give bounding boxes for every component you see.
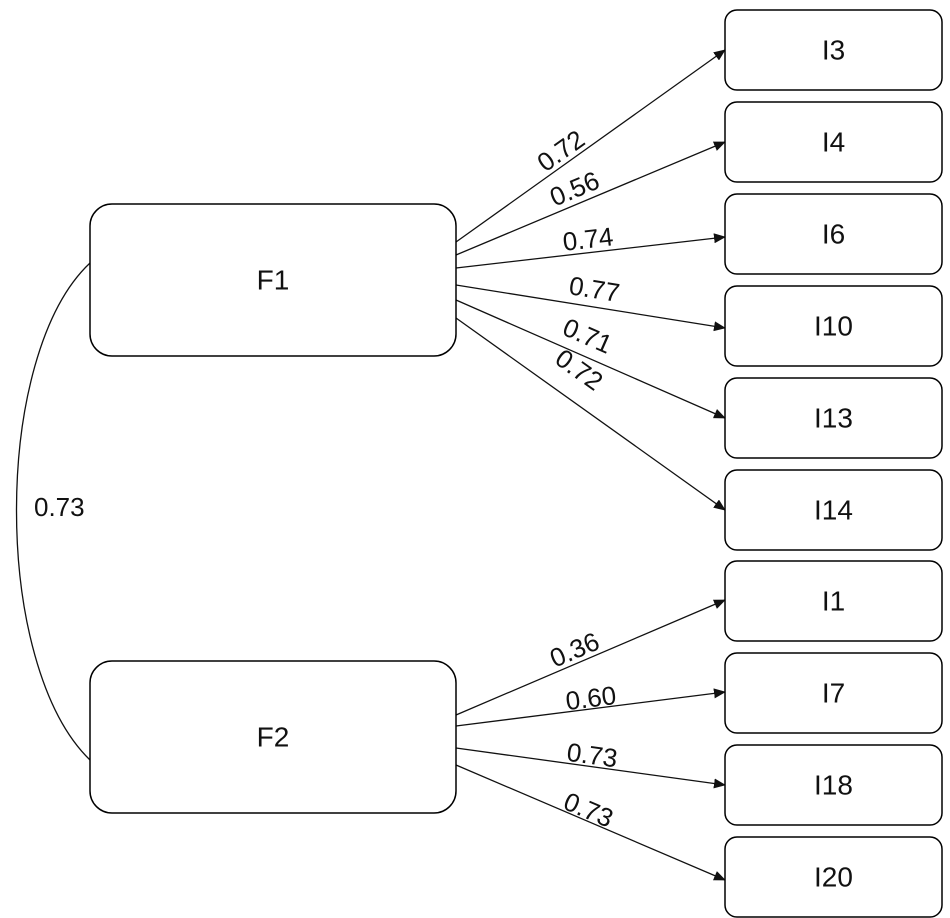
arrow-line — [455, 317, 726, 511]
item-box-i1: I1 — [724, 560, 943, 642]
arrow-line — [455, 747, 726, 789]
item-rect — [724, 9, 943, 91]
loading-label-i7: 0.60 — [564, 680, 618, 716]
item-label: I6 — [822, 219, 845, 250]
item-box-i3: I3 — [724, 9, 943, 91]
arrow-line — [455, 49, 726, 243]
loading-arrow-f1-i13 — [455, 299, 726, 419]
loading-arrow-f2-i7 — [455, 688, 726, 727]
item-rect — [724, 560, 943, 642]
arrow-line — [455, 299, 726, 419]
arrow-line — [455, 688, 726, 727]
item-rect — [724, 469, 943, 551]
factor-rect — [89, 203, 457, 357]
item-label: I18 — [814, 770, 853, 801]
loading-arrow-f1-i6 — [455, 233, 726, 269]
item-label: I13 — [814, 403, 853, 434]
item-rect — [724, 377, 943, 459]
loading-arrow-f2-i20 — [455, 764, 726, 881]
loading-arrow-f1-i10 — [455, 284, 726, 332]
item-box-i14: I14 — [724, 469, 943, 551]
loading-arrow-f2-i18 — [455, 747, 726, 789]
arrow-line — [455, 141, 726, 256]
loading-arrow-f2-i1 — [455, 599, 726, 716]
item-label: I14 — [814, 495, 853, 526]
loading-label-i6: 0.74 — [561, 221, 615, 257]
factor-label: F1 — [257, 265, 290, 296]
item-rect — [724, 101, 943, 183]
item-box-i10: I10 — [724, 285, 943, 367]
item-label: I10 — [814, 311, 853, 342]
correlation-label: 0.73 — [34, 492, 85, 522]
item-rect — [724, 652, 943, 734]
arrow-line — [455, 599, 726, 716]
loading-label-i20: 0.73 — [559, 786, 617, 833]
item-rect — [724, 285, 943, 367]
item-box-i13: I13 — [724, 377, 943, 459]
arrow-line — [455, 764, 726, 881]
item-rect — [724, 744, 943, 826]
item-label: I3 — [822, 35, 845, 66]
item-rect — [724, 836, 943, 918]
item-box-i6: I6 — [724, 193, 943, 275]
loading-label-i18: 0.73 — [565, 737, 619, 774]
item-box-i18: I18 — [724, 744, 943, 826]
item-box-i7: I7 — [724, 652, 943, 734]
factor-box-f2: F2 — [89, 660, 457, 814]
arrow-line — [455, 284, 726, 332]
loading-label-i10: 0.77 — [567, 270, 622, 308]
item-label: I1 — [822, 586, 845, 617]
loading-label-i1: 0.36 — [545, 626, 603, 673]
factor-rect — [89, 660, 457, 814]
item-box-i4: I4 — [724, 101, 943, 183]
item-label: I4 — [822, 127, 845, 158]
loading-arrow-f1-i4 — [455, 141, 726, 256]
item-box-i20: I20 — [724, 836, 943, 918]
item-label: I20 — [814, 862, 853, 893]
loading-arrow-f1-i3 — [455, 49, 726, 243]
item-rect — [724, 193, 943, 275]
item-label: I7 — [822, 678, 845, 709]
arrow-line — [455, 233, 726, 269]
loading-arrow-f1-i14 — [455, 317, 726, 511]
correlation-curve — [15, 262, 91, 761]
correlation-arc: 0.73 — [15, 262, 91, 761]
factor-box-f1: F1 — [89, 203, 457, 357]
factor-label: F2 — [257, 722, 290, 753]
